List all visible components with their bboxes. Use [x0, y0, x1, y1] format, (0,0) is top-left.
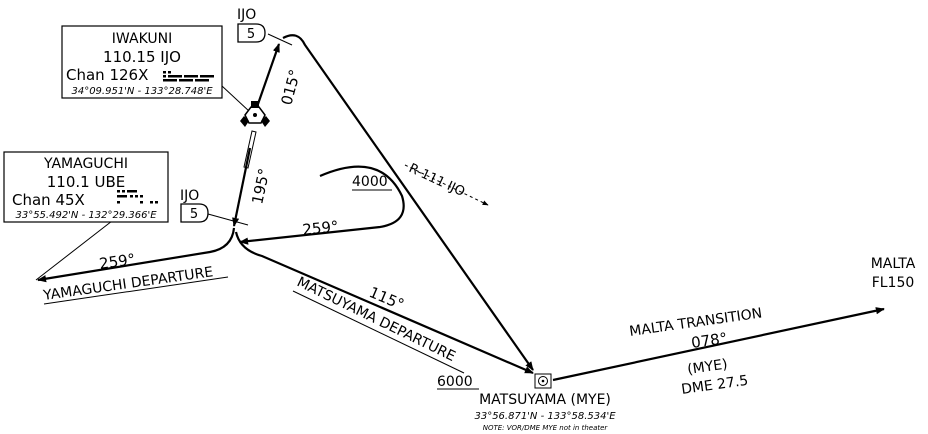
fix-top-box — [237, 23, 266, 43]
radial-channel — [243, 130, 257, 169]
route-195 — [232, 147, 252, 227]
fix-line-left — [207, 213, 249, 226]
yamaguchi-name: YAMAGUCHI — [43, 156, 128, 172]
label-259-lower: 259° — [98, 250, 136, 273]
route-015 — [256, 43, 281, 105]
matsuyama-name: MATSUYAMA (MYE) — [479, 392, 611, 408]
fix-left-dme: 5 — [190, 207, 198, 222]
morse-ube-icon — [117, 190, 158, 204]
fix-top-dme: 5 — [247, 27, 255, 42]
route-matsuyama-departure — [234, 231, 534, 375]
malta-name: MALTA — [871, 256, 916, 272]
fix-left-ident: IJO — [180, 188, 199, 204]
fix-line-top — [267, 33, 293, 46]
underline-matsuyama-departure — [292, 290, 465, 374]
label-r111: R-111 IJO — [406, 161, 467, 200]
route-yamaguchi-departure — [37, 227, 236, 283]
fix-left-box — [180, 203, 209, 223]
vortac-iwakuni-icon — [240, 101, 270, 127]
leader-iwakuni — [221, 85, 251, 113]
label-195: 195° — [248, 167, 273, 206]
fix-top-ident: IJO — [237, 7, 256, 23]
label-015: 015° — [277, 67, 304, 107]
yamaguchi-box — [3, 151, 169, 223]
matsuyama-note: NOTE: VOR/DME MYE not in theater — [483, 424, 609, 432]
label-6000: 6000 — [437, 374, 473, 390]
label-yamaguchi-departure: YAMAGUCHI DEPARTURE — [41, 264, 214, 304]
route-259-upper — [239, 165, 405, 245]
leader-yamaguchi — [35, 220, 113, 281]
label-4000: 4000 — [352, 174, 388, 190]
iwakuni-box — [61, 25, 223, 99]
yamaguchi-coords: 33°55.492'N - 132°29.366'E — [15, 210, 157, 221]
vordme-matsuyama-icon — [534, 373, 552, 389]
underline-yamaguchi-departure — [43, 276, 229, 305]
yamaguchi-freq: 110.1 UBE — [47, 173, 125, 191]
matsuyama-coords: 33°56.871'N - 133°58.534'E — [474, 411, 616, 422]
label-259-upper: 259° — [302, 217, 340, 239]
malta-ref: (MYE) — [686, 356, 728, 377]
iwakuni-channel: Chan 126X — [66, 66, 148, 84]
route-top-to-mye — [282, 34, 534, 371]
iwakuni-freq: 110.15 IJO — [103, 48, 181, 66]
route-malta-transition — [552, 307, 885, 382]
malta-course: 078° — [690, 329, 728, 352]
iwakuni-coords: 34°09.951'N - 133°28.748'E — [71, 86, 213, 97]
iwakuni-name: IWAKUNI — [112, 31, 172, 47]
malta-altitude: FL150 — [872, 275, 915, 291]
morse-ijo-icon — [163, 71, 214, 82]
yamaguchi-channel: Chan 45X — [12, 191, 85, 209]
